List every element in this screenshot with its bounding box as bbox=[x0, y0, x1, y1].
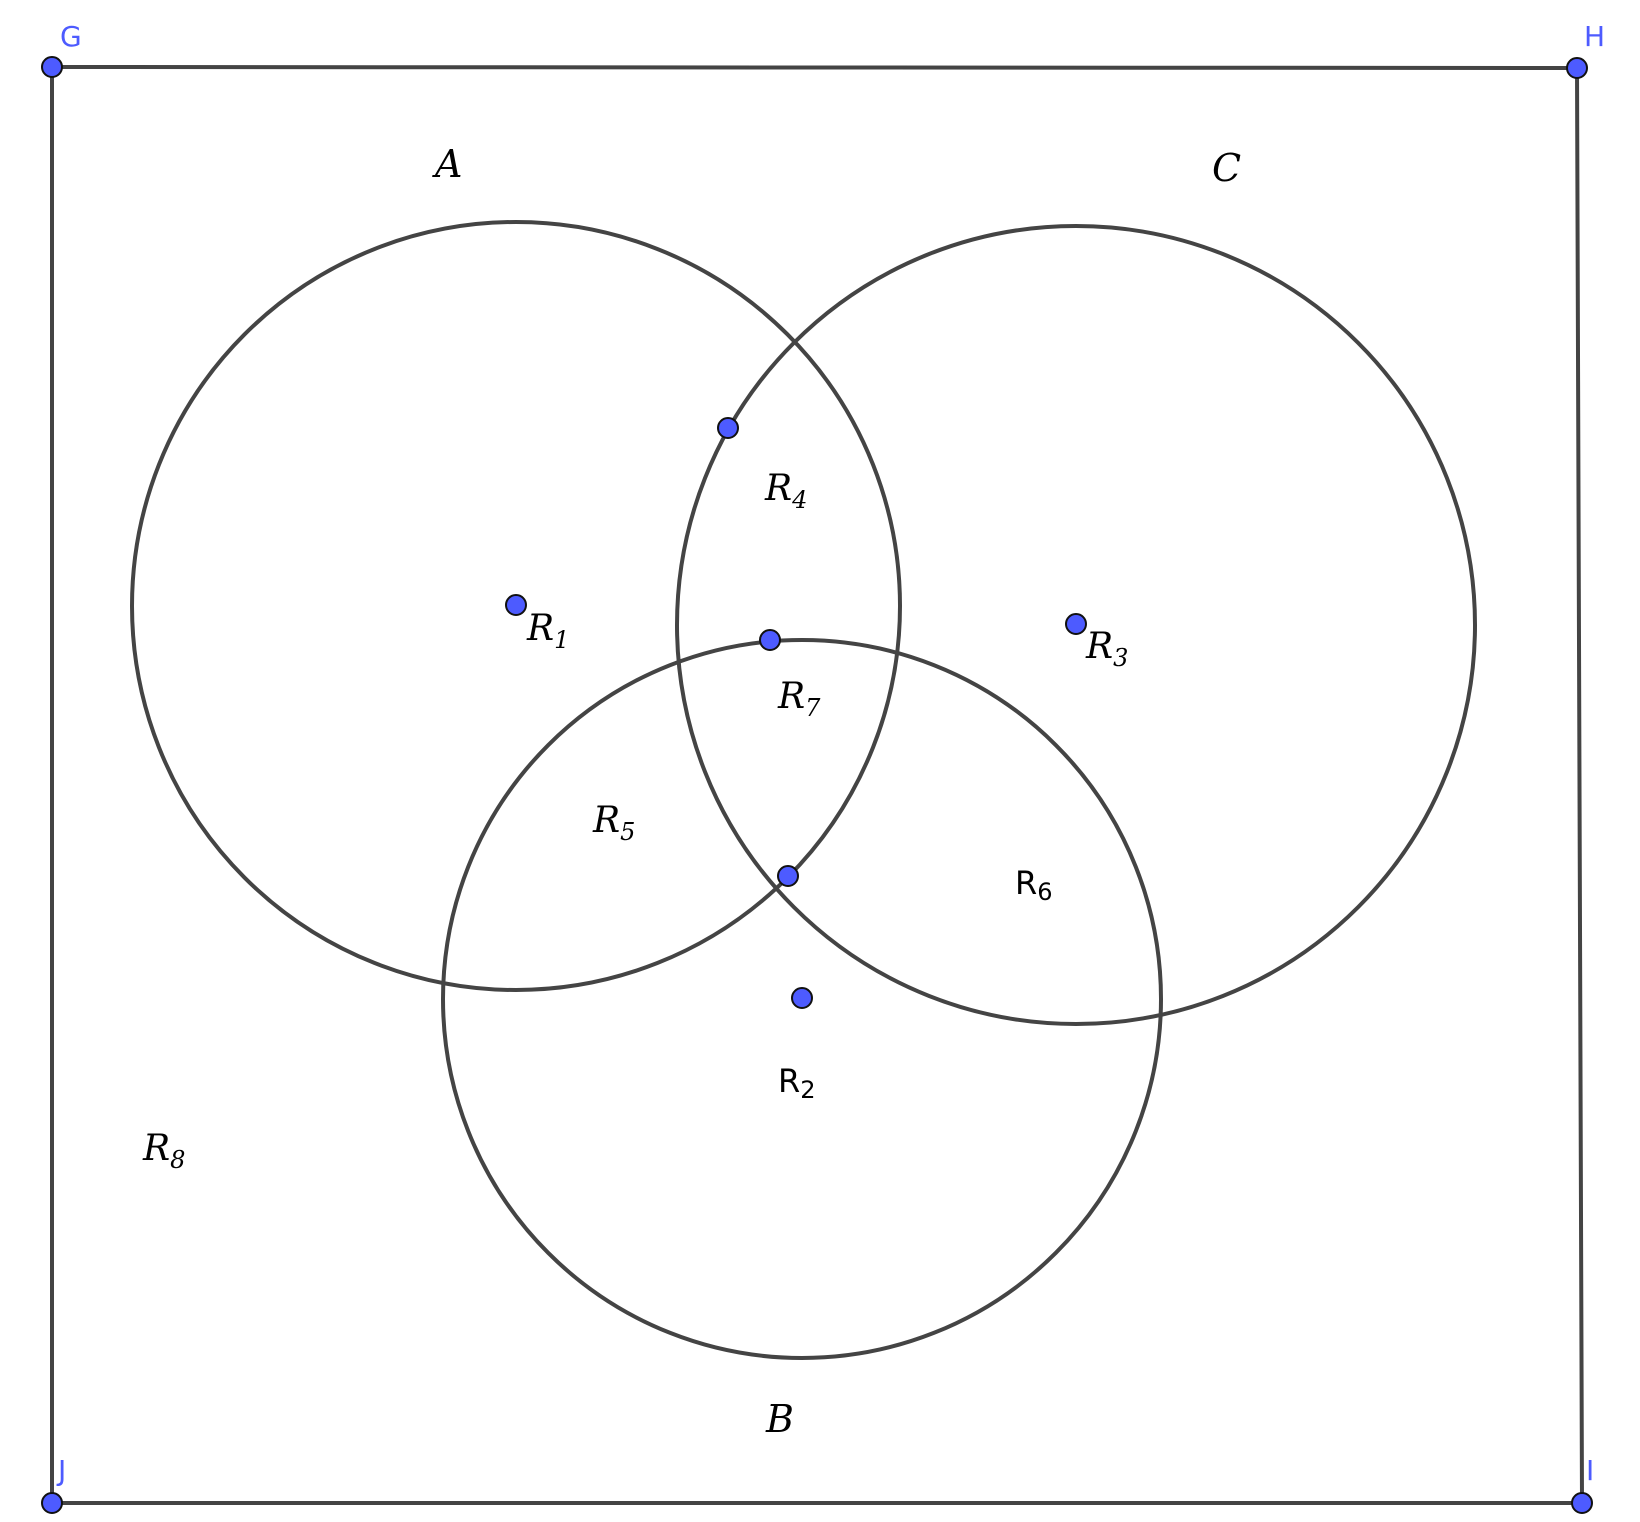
circle-b bbox=[441, 638, 1163, 1360]
circle-c bbox=[675, 224, 1477, 1026]
vertex-g-label: G bbox=[60, 20, 82, 53]
region-r5-label: R5 bbox=[592, 800, 635, 846]
vertex-j-point[interactable] bbox=[41, 1492, 63, 1514]
circle-a bbox=[130, 220, 902, 992]
vertex-h-point[interactable] bbox=[1566, 57, 1588, 79]
set-c-label: C bbox=[1212, 146, 1241, 190]
region-r3-label: R3 bbox=[1085, 626, 1128, 672]
set-b-label: B bbox=[765, 1397, 794, 1441]
vertex-j-label: J bbox=[56, 1454, 66, 1487]
set-a-label: A bbox=[432, 142, 462, 186]
center-c-point[interactable] bbox=[1065, 613, 1087, 635]
vertex-i-point[interactable] bbox=[1571, 1492, 1593, 1514]
region-r4-label: R4 bbox=[764, 468, 807, 514]
vertex-h-label: H bbox=[1584, 20, 1605, 53]
point-on-b-top[interactable] bbox=[759, 629, 781, 651]
region-r6-label: R6 bbox=[1015, 864, 1053, 906]
point-intersection-lower[interactable] bbox=[777, 865, 799, 887]
point-on-c-upper[interactable] bbox=[717, 417, 739, 439]
edge-hi bbox=[1575, 66, 1584, 1505]
region-r7-label: R7 bbox=[777, 676, 821, 722]
edge-gh bbox=[50, 65, 1579, 70]
center-a-point[interactable] bbox=[505, 594, 527, 616]
region-r8-label: R8 bbox=[142, 1128, 185, 1174]
vertex-g-point[interactable] bbox=[41, 56, 63, 78]
region-r2-label: R2 bbox=[778, 1062, 816, 1104]
region-r1-label: R1 bbox=[526, 608, 569, 654]
center-b-point[interactable] bbox=[791, 987, 813, 1009]
vertex-i-label: I bbox=[1586, 1454, 1594, 1487]
